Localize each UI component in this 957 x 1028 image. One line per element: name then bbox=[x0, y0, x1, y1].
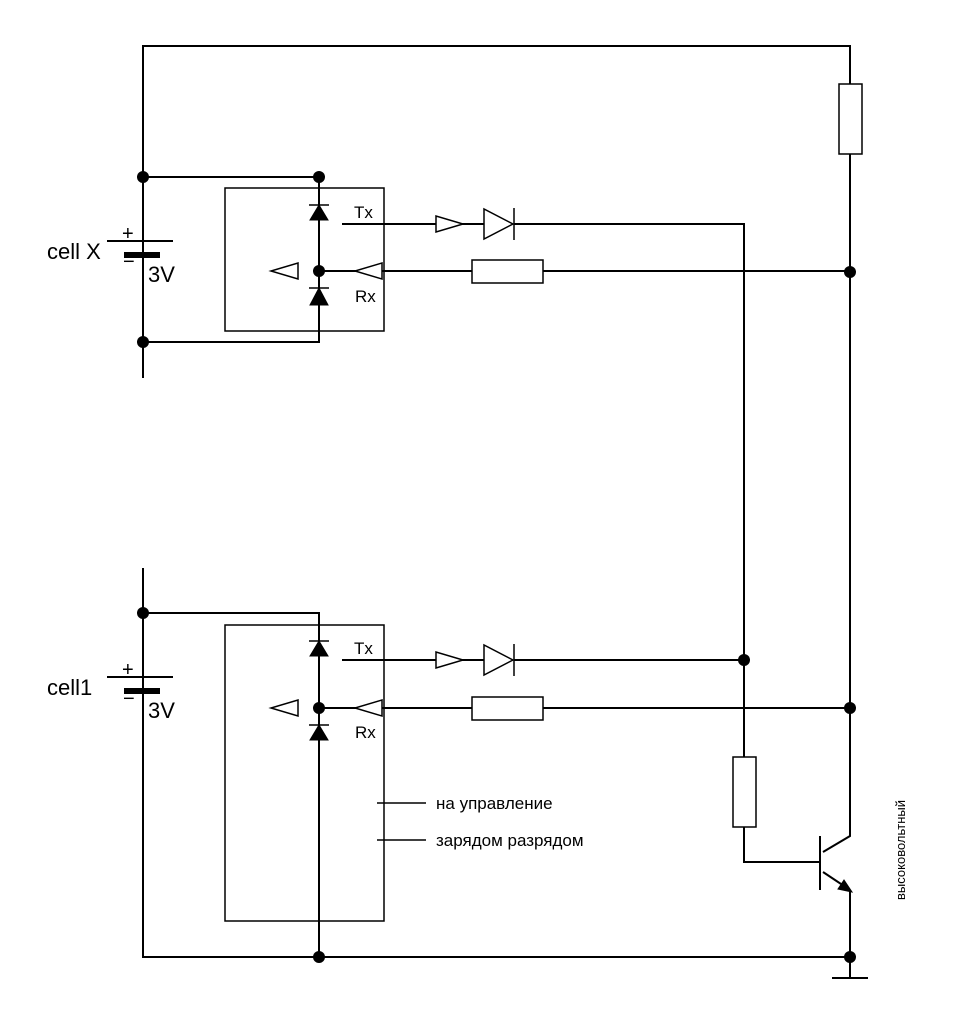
wire-cellx-tx-down bbox=[514, 223, 745, 660]
rx-arrow-cell1-inner bbox=[268, 698, 299, 718]
label-cell1-tx: Tx bbox=[354, 639, 373, 658]
resistor-base bbox=[732, 756, 757, 828]
wire-base-to-transistor bbox=[743, 827, 820, 863]
wire-top-loop bbox=[142, 45, 851, 378]
label-control-line2: зарядом разрядом bbox=[436, 831, 584, 850]
label-cellx-rx: Rx bbox=[355, 287, 376, 306]
protection-diode-cellx-bottom bbox=[309, 286, 329, 306]
label-cell1: cell1 bbox=[47, 675, 92, 700]
battery-cellx bbox=[107, 240, 173, 258]
junction-dot bbox=[313, 702, 325, 714]
junction-dot bbox=[313, 171, 325, 183]
junction-dot bbox=[738, 654, 750, 666]
junction-dot bbox=[844, 951, 856, 963]
resistor-top-right bbox=[838, 83, 863, 155]
label-vertical-note: высоковольтный bbox=[893, 800, 908, 900]
label-cellx-minus: − bbox=[123, 251, 135, 273]
junction-dot bbox=[137, 336, 149, 348]
rx-arrow-cellx-outer bbox=[352, 261, 383, 281]
battery-cell1 bbox=[107, 676, 173, 694]
wire-ground-rail bbox=[142, 568, 850, 958]
module-box-cell1 bbox=[224, 624, 385, 922]
label-cell1-rx: Rx bbox=[355, 723, 376, 742]
resistor-rx-cellx bbox=[471, 259, 544, 284]
rx-arrow-cell1-outer bbox=[352, 698, 383, 718]
junction-dot bbox=[844, 266, 856, 278]
wire-cellx-bottom bbox=[143, 305, 320, 343]
label-cell1-plus: + bbox=[122, 659, 134, 681]
module-box-cellx bbox=[224, 187, 385, 332]
label-cellx: cell X bbox=[47, 239, 101, 264]
npn-transistor bbox=[819, 836, 854, 893]
protection-diode-cell1-bottom bbox=[309, 724, 329, 741]
protection-diode-cell1-top bbox=[309, 640, 329, 657]
junction-dots bbox=[137, 171, 856, 963]
tx-arrow-cellx bbox=[435, 214, 466, 234]
resistor-rx-cell1 bbox=[471, 696, 544, 721]
junction-dot bbox=[313, 265, 325, 277]
label-cellx-voltage: 3V bbox=[148, 262, 175, 287]
protection-diode-cellx-top bbox=[309, 204, 329, 221]
tx-diode-cellx bbox=[483, 207, 515, 241]
wire-right-rail-lower bbox=[822, 708, 851, 853]
label-cell1-voltage: 3V bbox=[148, 698, 175, 723]
label-control-line1: на управление bbox=[436, 794, 553, 813]
junction-dot bbox=[137, 607, 149, 619]
junction-dot bbox=[313, 951, 325, 963]
label-cell1-minus: − bbox=[123, 688, 135, 710]
tx-diode-cell1 bbox=[483, 643, 515, 677]
junction-dot bbox=[137, 171, 149, 183]
rx-arrow-cellx-inner bbox=[268, 261, 299, 281]
wire-cell1-top bbox=[143, 612, 320, 641]
wire-cellx-top bbox=[143, 176, 320, 205]
label-cellx-tx: Tx bbox=[354, 203, 373, 222]
junction-dot bbox=[844, 702, 856, 714]
label-cellx-plus: + bbox=[122, 223, 134, 245]
tx-arrow-cell1 bbox=[435, 650, 466, 670]
